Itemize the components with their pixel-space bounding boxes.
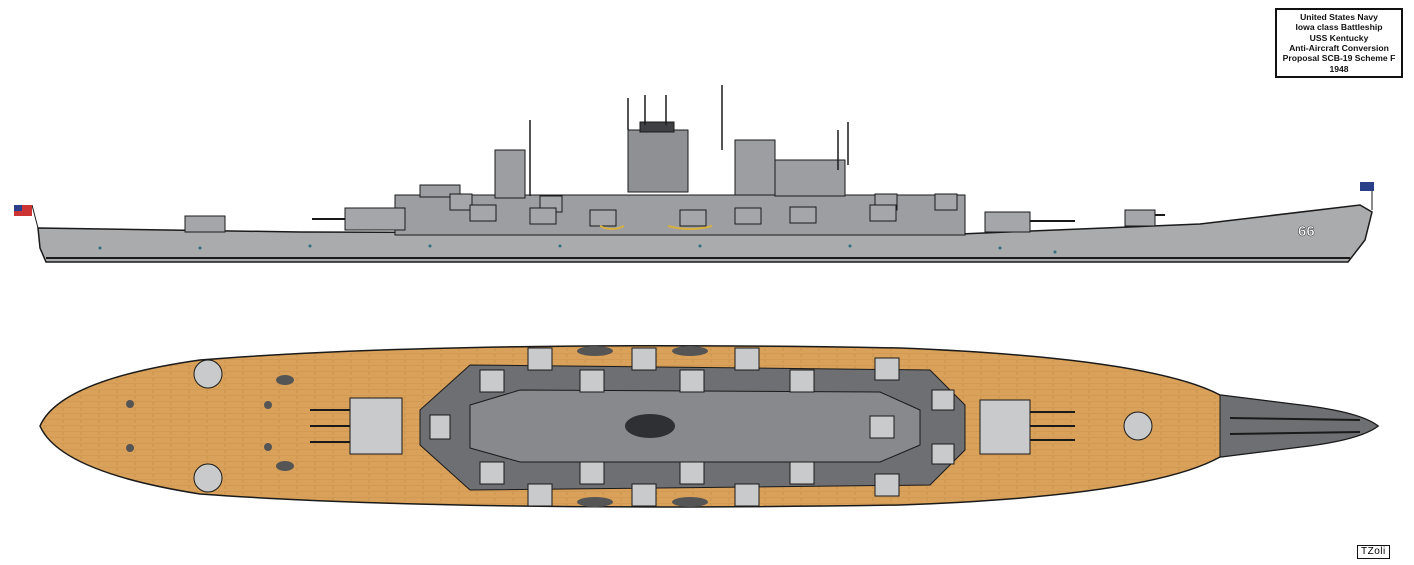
main-turret-top-1: [349, 397, 403, 455]
title-line-class: Iowa class Battleship: [1295, 22, 1383, 33]
main-turret-1: [184, 215, 226, 233]
title-line-navy: United States Navy: [1300, 11, 1378, 22]
funnel: [627, 129, 689, 193]
side-profile: [14, 85, 1374, 263]
main-turret-top-2: [979, 399, 1031, 455]
main-turret-4: [1124, 209, 1156, 227]
top-view: [39, 344, 1380, 508]
title-block: United States Navy Iowa class Battleship…: [1275, 8, 1403, 78]
us-flag: [14, 205, 32, 216]
main-turret-3: [984, 211, 1031, 233]
title-line-ship: USS Kentucky: [1309, 32, 1369, 43]
title-line-proposal: Proposal SCB-19 Scheme F: [1282, 53, 1396, 64]
hull-number: 66: [1298, 223, 1315, 240]
title-line-year: 1948: [1329, 63, 1349, 74]
title-line-conversion: Anti-Aircraft Conversion: [1289, 43, 1389, 53]
forward-tower: [494, 149, 526, 199]
aft-tower: [734, 139, 776, 196]
jack-flag: [1360, 182, 1374, 191]
main-turret-2: [344, 207, 406, 231]
artist-signature: TZoli: [1357, 545, 1390, 559]
